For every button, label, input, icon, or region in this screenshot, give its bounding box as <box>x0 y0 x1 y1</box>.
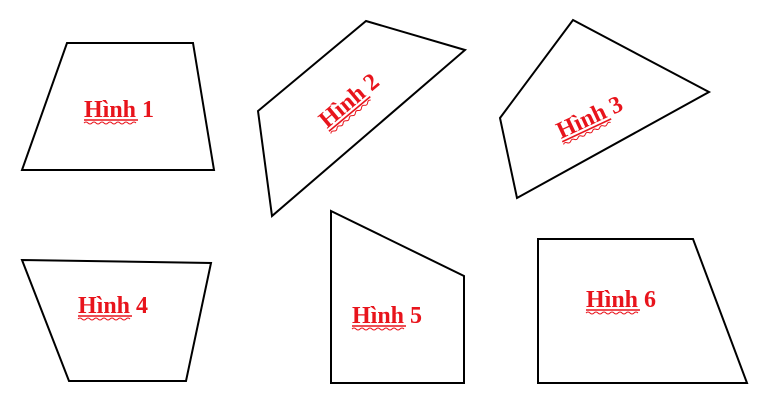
figure-1: Hình 1 <box>20 42 216 171</box>
figure-3: Hình 3 <box>498 18 712 200</box>
figure-5-label: Hình 5 <box>352 303 422 329</box>
figure-1-outline <box>20 42 216 171</box>
figure-6-number: 6 <box>644 287 656 313</box>
figure-6: Hình 6 <box>537 238 749 384</box>
figure-4-number: 4 <box>136 293 148 319</box>
figure-4-outline <box>20 258 213 382</box>
figure-2: Hình 2 <box>256 19 468 218</box>
figure-5-word: Hình <box>352 303 404 329</box>
figure-6-label: Hình 6 <box>586 287 656 313</box>
figure-3-outline <box>498 18 712 200</box>
figure-6-outline <box>537 238 749 384</box>
figure-1-number: 1 <box>142 97 154 123</box>
figure-3-label: Hình 3 <box>553 91 627 144</box>
figure-5-outline <box>330 209 465 384</box>
figure-1-label: Hình 1 <box>84 97 154 123</box>
figure-3-word: Hình <box>553 99 611 145</box>
figure-3-number: 3 <box>605 91 627 120</box>
figure-5-number: 5 <box>410 303 422 329</box>
figure-5: Hình 5 <box>330 209 465 384</box>
figure-4-label: Hình 4 <box>78 293 148 319</box>
figure-2-label: Hình 2 <box>314 69 384 134</box>
figure-1-word: Hình <box>84 97 136 123</box>
figure-4: Hình 4 <box>20 258 213 382</box>
figure-4-word: Hình <box>78 293 130 319</box>
figure-6-word: Hình <box>586 287 638 313</box>
figure-2-outline <box>256 19 468 218</box>
